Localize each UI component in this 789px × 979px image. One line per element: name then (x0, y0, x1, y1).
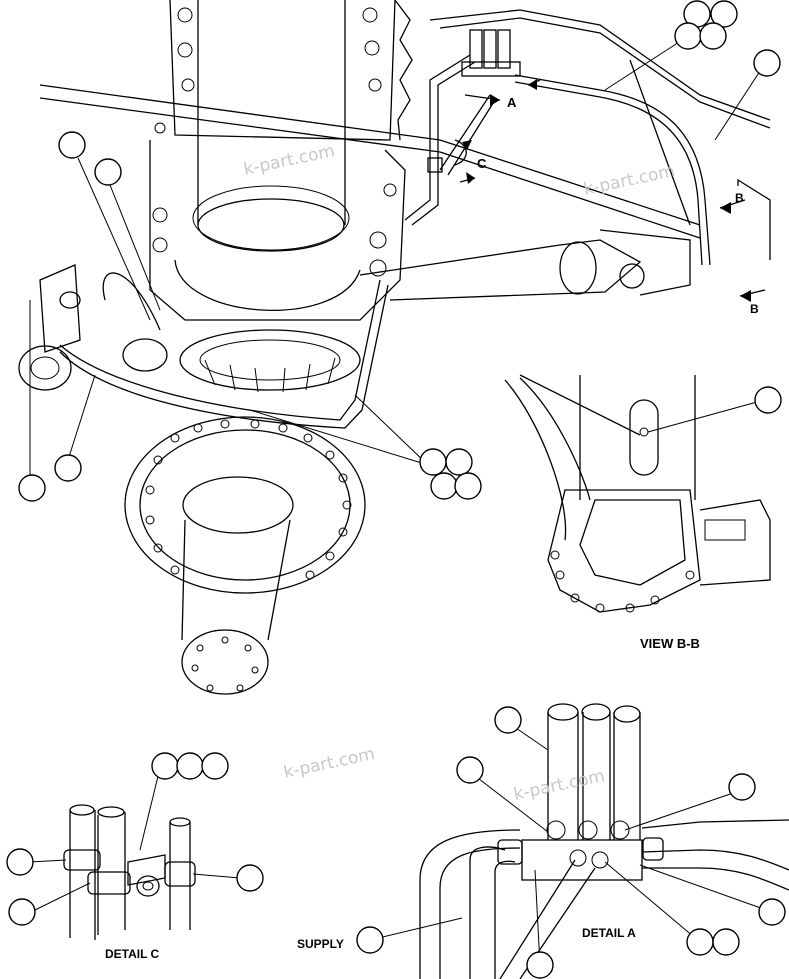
callout-circle (18, 474, 46, 502)
arrow-label-b-top: B (735, 191, 744, 205)
callout-circle (8, 898, 36, 926)
callout-circle (686, 928, 714, 956)
arrow-label-a: A (507, 95, 517, 110)
view-bb-label: VIEW B-B (640, 636, 700, 651)
callout-circle (58, 131, 86, 159)
callout-circle (754, 386, 782, 414)
callout-circle (494, 706, 522, 734)
view-bb-drawing (504, 374, 771, 613)
detail-c-label: DETAIL C (105, 947, 160, 961)
detail-c-drawing (29, 767, 241, 940)
callout-circle (728, 773, 756, 801)
main-assembly-view (18, 0, 771, 695)
callout-circle (356, 926, 384, 954)
callout-circle (712, 928, 740, 956)
callout-circle (710, 0, 738, 28)
watermark-text: k-part.com (582, 161, 677, 200)
callout-circle (445, 448, 473, 476)
watermark-text: k-part.com (242, 141, 337, 180)
detail-a-label: DETAIL A (582, 926, 636, 940)
callout-circle (753, 49, 781, 77)
callout-circle (456, 756, 484, 784)
callout-circle (454, 472, 482, 500)
callout-circle (674, 22, 702, 50)
callout-circle (430, 472, 458, 500)
arrow-label-b-bottom: B (750, 302, 759, 316)
callout-circle (54, 454, 82, 482)
callout-circle (526, 951, 554, 979)
callout-circle (151, 752, 179, 780)
watermark-text: k-part.com (512, 766, 607, 805)
callout-circle (201, 752, 229, 780)
watermark-text: k-part.com (282, 744, 377, 783)
callout-circle (236, 864, 264, 892)
detail-a-drawing (369, 703, 789, 979)
callout-circle (758, 898, 786, 926)
callout-circle (176, 752, 204, 780)
callout-circle (419, 448, 447, 476)
callout-circle (94, 158, 122, 186)
callout-circle (699, 22, 727, 50)
callout-circles (6, 0, 786, 979)
callout-circle (6, 848, 34, 876)
supply-label: SUPPLY (297, 937, 344, 951)
arrow-label-c: C (477, 156, 487, 171)
